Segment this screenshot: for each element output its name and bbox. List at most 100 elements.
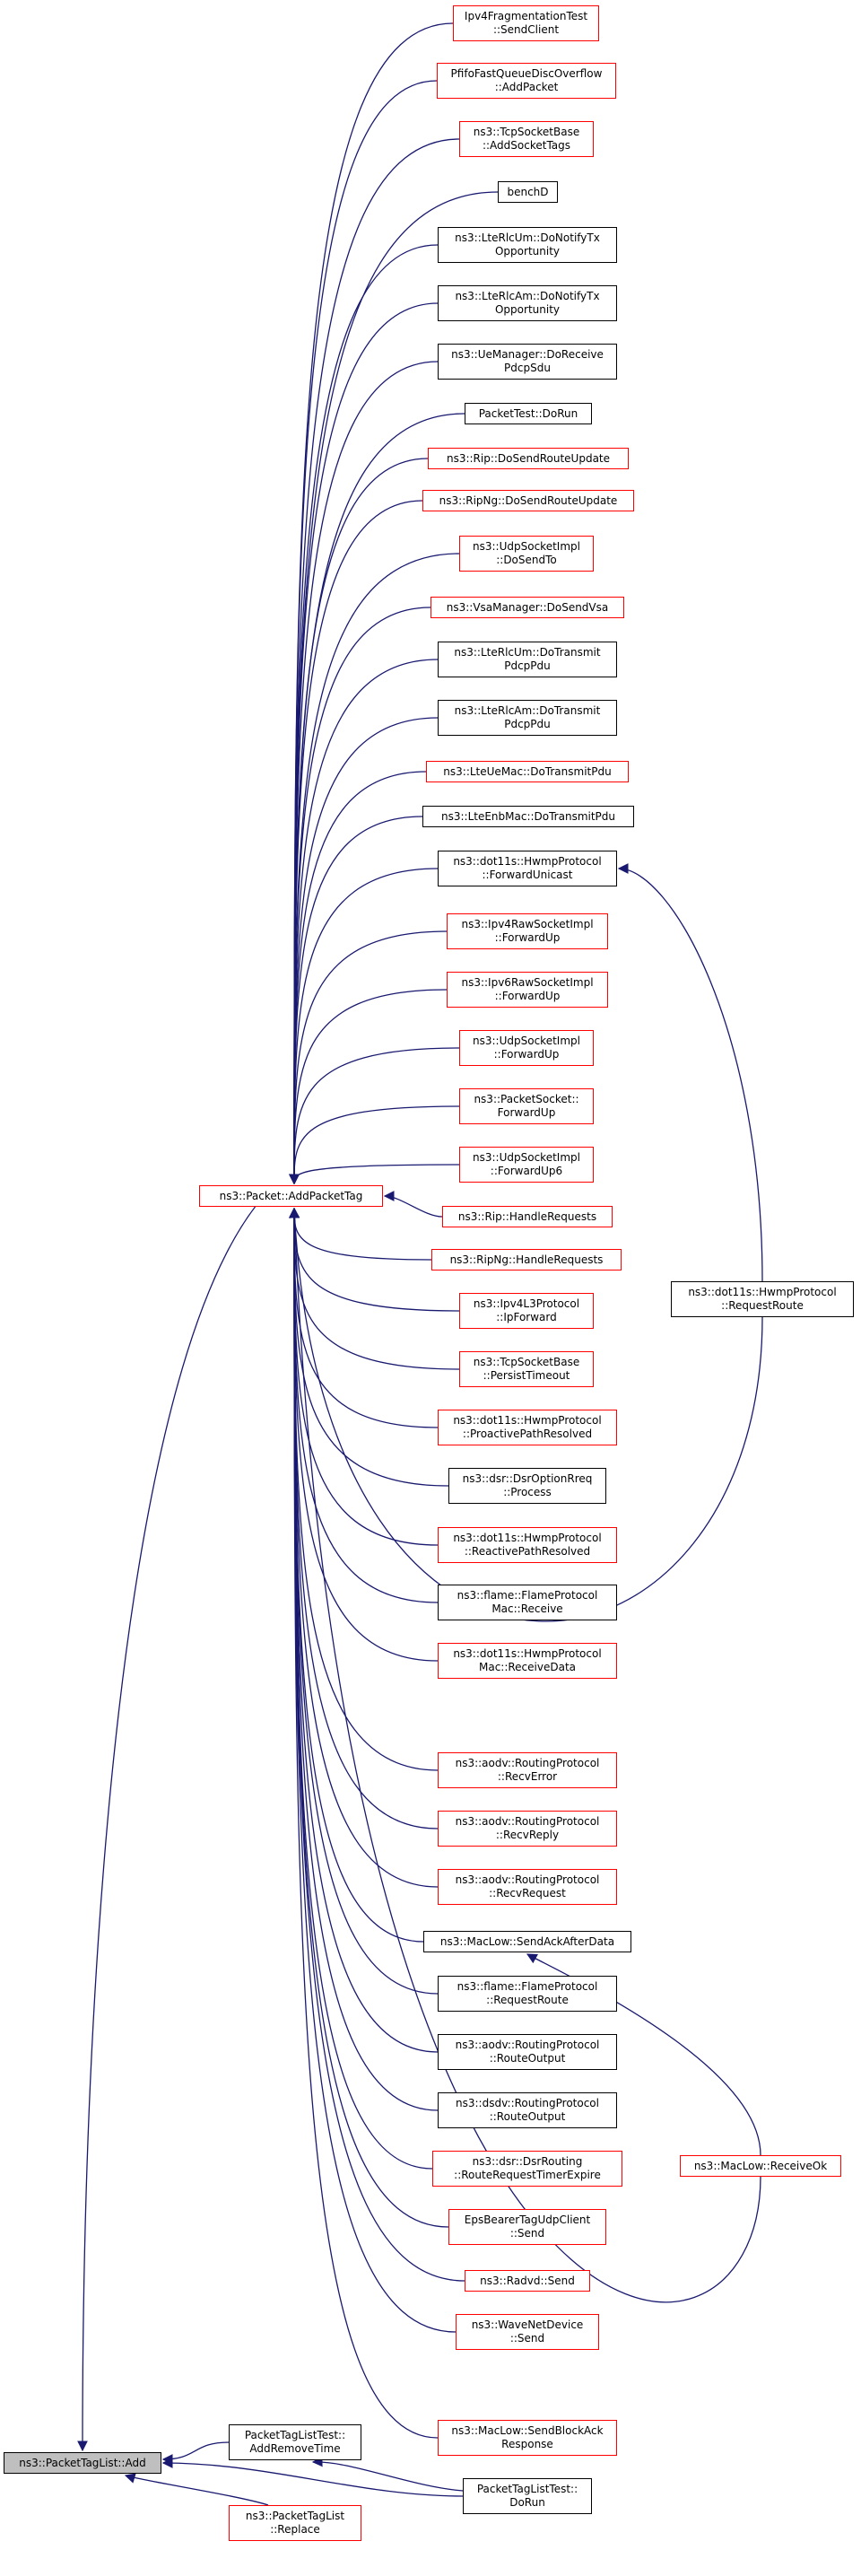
graph-node-recvok[interactable]: ns3::MacLow::ReceiveOk [680,2155,841,2177]
graph-node-label: ::ForwardUp [493,1048,560,1061]
graph-node-label: ns3::dot11s::HwmpProtocol [688,1286,837,1298]
graph-node-n33[interactable]: ns3::aodv::RoutingProtocol::RecvReply [438,1811,617,1847]
edge-n26-to-addpkt [289,1207,460,1370]
graph-node-label: ns3::Ipv6RawSocketImpl [461,976,594,989]
graph-node-label: ::Process [503,1486,552,1498]
graph-node-label: ns3::UeManager::DoReceive [451,348,604,361]
graph-node-n44[interactable]: PacketTagListTest::DoRun [463,2478,592,2514]
graph-node-n41[interactable]: ns3::Radvd::Send [465,2270,590,2292]
graph-node-n16[interactable]: ns3::LteEnbMac::DoTransmitPdu [422,806,634,827]
graph-node-n37[interactable]: ns3::aodv::RoutingProtocol::RouteOutput [438,2034,617,2070]
graph-node-n24[interactable]: ns3::RipNg::HandleRequests [431,1249,622,1271]
graph-node-label: ns3::TcpSocketBase [473,126,580,138]
graph-node-n23[interactable]: ns3::Rip::HandleRequests [442,1206,613,1227]
edge-n13-to-addpkt [289,659,439,1185]
graph-node-label: ::ForwardUp [494,990,561,1002]
graph-node-label: ns3::dot11s::HwmpProtocol [453,1414,602,1427]
graph-node-n19[interactable]: ns3::Ipv6RawSocketImpl::ForwardUp [447,972,608,1008]
graph-node-label: ns3::WaveNetDevice [471,2318,584,2331]
graph-node-label: ::RecvRequest [489,1887,566,1899]
graph-node-n12[interactable]: ns3::VsaManager::DoSendVsa [430,597,624,618]
graph-node-n22[interactable]: ns3::UdpSocketImpl::ForwardUp6 [459,1147,594,1183]
graph-node-n18[interactable]: ns3::Ipv4RawSocketImpl::ForwardUp [447,913,608,949]
graph-node-n25[interactable]: ns3::Ipv4L3Protocol::IpForward [459,1293,594,1329]
edge-n33-to-addpkt [289,1207,439,1829]
graph-node-label: ::RecvError [497,1770,558,1783]
edge-n12-to-addpkt [289,607,431,1185]
graph-node-n15[interactable]: ns3::LteUeMac::DoTransmitPdu [426,761,629,782]
graph-node-n4[interactable]: benchD [498,181,558,203]
graph-node-n3[interactable]: ns3::TcpSocketBase::AddSocketTags [459,121,594,157]
graph-node-label: ns3::aodv::RoutingProtocol [455,2039,600,2051]
graph-node-label: ns3::aodv::RoutingProtocol [455,1815,600,1828]
graph-node-label: ::ForwardUnicast [482,869,573,881]
graph-node-label: ns3::Ipv4L3Protocol [473,1297,580,1310]
graph-node-n42[interactable]: ns3::WaveNetDevice::Send [456,2314,599,2350]
graph-node-n9[interactable]: ns3::Rip::DoSendRouteUpdate [428,448,629,469]
graph-node-label: ns3::LteRlcAm::DoNotifyTx [455,290,600,302]
graph-node-label: ::AddPacket [494,81,559,93]
graph-node-n1[interactable]: Ipv4FragmentationTest::SendClient [453,5,599,41]
graph-node-n11[interactable]: ns3::UdpSocketImpl::DoSendTo [459,536,594,572]
graph-node-label: ns3::UdpSocketImpl [473,1151,580,1164]
edge-n34-to-addpkt [289,1207,439,1888]
graph-node-n8[interactable]: PacketTest::DoRun [465,403,592,424]
graph-node-replace[interactable]: ns3::PacketTagList::Replace [229,2505,361,2541]
graph-node-n27[interactable]: ns3::dot11s::HwmpProtocol::ProactivePath… [438,1410,617,1445]
graph-node-n40[interactable]: EpsBearerTagUdpClient::Send [448,2209,606,2245]
graph-node-label: ::Replace [270,2523,320,2536]
graph-node-label: ::Send [509,2227,545,2240]
graph-node-label: ns3::PacketSocket:: [474,1093,579,1105]
graph-node-addpkt[interactable]: ns3::Packet::AddPacketTag [199,1185,383,1207]
graph-node-label: ::ProactivePathResolved [462,1428,593,1440]
edge-recvok-to-n35 [526,1953,761,2156]
graph-node-n2[interactable]: PfifoFastQueueDiscOverflow::AddPacket [437,63,616,99]
graph-node-label: ns3::dsdv::RoutingProtocol [456,2097,599,2109]
graph-node-label: ns3::flame::FlameProtocol [457,1980,598,1993]
graph-node-n17[interactable]: ns3::dot11s::HwmpProtocol::ForwardUnicas… [438,851,617,886]
edge-n28-to-addpkt [289,1207,449,1487]
graph-node-label: ns3::LteRlcUm::DoTransmit [454,646,601,659]
edge-replace-to-root [124,2473,269,2506]
graph-node-label: ::ForwardUp6 [490,1165,563,1177]
edge-n20-to-addpkt [289,1047,460,1185]
graph-node-label: ns3::VsaManager::DoSendVsa [446,600,609,614]
graph-node-label: ::RouteOutput [489,2052,566,2065]
graph-node-label: ns3::TcpSocketBase [473,1356,580,1368]
graph-node-n10[interactable]: ns3::RipNg::DoSendRouteUpdate [422,490,634,511]
graph-node-ptlt[interactable]: PacketTagListTest::AddRemoveTime [229,2424,361,2460]
graph-node-label: ns3::Rip::HandleRequests [457,1209,597,1223]
graph-node-n32[interactable]: ns3::aodv::RoutingProtocol::RecvError [438,1752,617,1788]
graph-node-label: ns3::UdpSocketImpl [473,540,580,553]
graph-node-n38[interactable]: ns3::dsdv::RoutingProtocol::RouteOutput [438,2092,617,2128]
graph-node-n26[interactable]: ns3::TcpSocketBase::PersistTimeout [459,1351,594,1387]
graph-node-n20[interactable]: ns3::UdpSocketImpl::ForwardUp [459,1030,594,1066]
graph-node-label: ns3::dot11s::HwmpProtocol [453,1647,602,1660]
graph-node-n34[interactable]: ns3::aodv::RoutingProtocol::RecvRequest [438,1869,617,1905]
graph-node-label: ns3::dsr::DsrOptionRreq [462,1472,593,1485]
graph-node-n28[interactable]: ns3::dsr::DsrOptionRreq::Process [448,1468,606,1504]
edge-n8-to-addpkt [289,413,465,1185]
graph-node-n39[interactable]: ns3::dsr::DsrRouting::RouteRequestTimerE… [432,2151,622,2187]
graph-node-label: ::ForwardUp [494,931,561,944]
graph-node-n35[interactable]: ns3::MacLow::SendAckAfterData [423,1931,631,1952]
graph-node-label: ns3::MacLow::SendAckAfterData [439,1934,615,1948]
graph-node-n36[interactable]: ns3::flame::FlameProtocol::RequestRoute [438,1976,617,2012]
graph-node-label: ::ReactivePathResolved [464,1545,591,1558]
graph-node-label: ns3::dsr::DsrRouting [472,2155,583,2168]
graph-node-n29[interactable]: ns3::dot11s::HwmpProtocol::ReactivePathR… [438,1527,617,1563]
graph-node-label: ns3::RipNg::DoSendRouteUpdate [439,493,618,507]
graph-node-label: EpsBearerTagUdpClient [464,2214,591,2226]
graph-node-label: Mac::ReceiveData [478,1661,577,1673]
graph-node-label: ns3::Ipv4RawSocketImpl [461,918,594,930]
graph-node-reqroute[interactable]: ns3::dot11s::HwmpProtocol::RequestRoute [671,1281,854,1317]
graph-node-n21[interactable]: ns3::PacketSocket::ForwardUp [459,1088,594,1124]
